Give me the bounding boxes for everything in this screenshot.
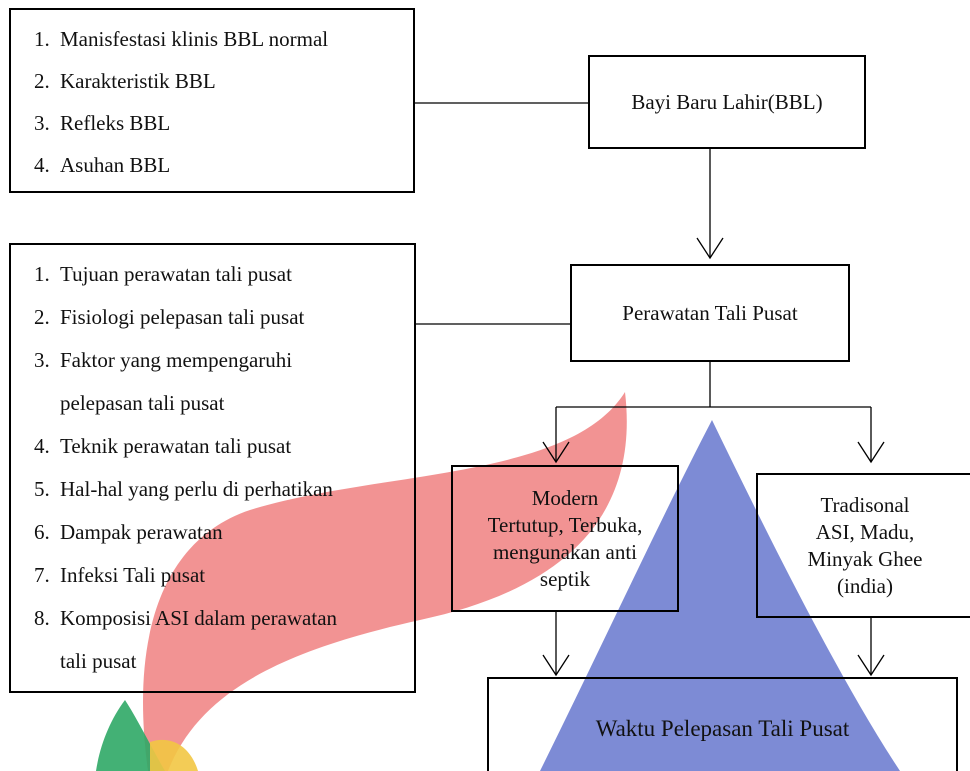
watermark-red-swoosh — [143, 392, 627, 771]
tradisional-node-line: (india) — [837, 573, 893, 598]
watermark-blue-shape — [540, 420, 900, 771]
watermark-green-shape — [96, 700, 165, 771]
bbl-node-label: Bayi Baru Lahir(BBL) — [631, 89, 823, 114]
bbl-topics-list: 1.Manisfestasi klinis BBL normal 2.Karak… — [34, 18, 413, 186]
list-item: 3.Faktor yang mempengaruhi — [34, 348, 293, 372]
waktu-node: Waktu Pelepasan Tali Pusat — [487, 677, 958, 771]
list-item: 3.Refleks BBL — [34, 111, 171, 135]
bbl-topics-box: 1.Manisfestasi klinis BBL normal 2.Karak… — [9, 8, 415, 193]
list-item: 1.Manisfestasi klinis BBL normal — [34, 27, 329, 51]
list-item-continuation: tali pusat — [60, 649, 137, 673]
tradisional-node-line: Minyak Ghee — [807, 546, 923, 571]
list-item-continuation: pelepasan tali pusat — [60, 391, 225, 415]
bbl-node: Bayi Baru Lahir(BBL) — [588, 55, 866, 149]
perawatan-node-label: Perawatan Tali Pusat — [622, 300, 798, 325]
tradisional-node: Tradisonal ASI, Madu, Minyak Ghee (india… — [756, 473, 970, 618]
list-item: 6.Dampak perawatan — [34, 520, 223, 544]
modern-node-line: Tertutup, Terbuka, — [487, 512, 643, 537]
list-item: 7.Infeksi Tali pusat — [34, 563, 206, 587]
list-item: 5.Hal-hal yang perlu di perhatikan — [34, 477, 333, 501]
list-item: 4.Teknik perawatan tali pusat — [34, 434, 292, 458]
modern-node-line: septik — [539, 566, 591, 591]
watermark-yellow-shape — [150, 739, 198, 771]
waktu-node-label: Waktu Pelepasan Tali Pusat — [595, 716, 850, 741]
list-item: 2.Fisiologi pelepasan tali pusat — [34, 305, 305, 329]
tradisional-node-title: Tradisonal — [820, 492, 910, 517]
list-item: 4.Asuhan BBL — [34, 153, 171, 177]
tali-pusat-topics-list: 1.Tujuan perawatan tali pusat 2.Fisiolog… — [34, 253, 414, 683]
modern-node-line: mengunakan anti — [492, 539, 638, 564]
list-item: 2.Karakteristik BBL — [34, 69, 216, 93]
tradisional-node-line: ASI, Madu, — [815, 519, 915, 544]
tali-pusat-topics-box: 1.Tujuan perawatan tali pusat 2.Fisiolog… — [9, 243, 416, 693]
perawatan-node: Perawatan Tali Pusat — [570, 264, 850, 362]
list-item: 8.Komposisi ASI dalam perawatan — [34, 606, 338, 630]
modern-node-title: Modern — [531, 485, 599, 510]
modern-node: Modern Tertutup, Terbuka, mengunakan ant… — [451, 465, 679, 612]
list-item: 1.Tujuan perawatan tali pusat — [34, 262, 292, 286]
